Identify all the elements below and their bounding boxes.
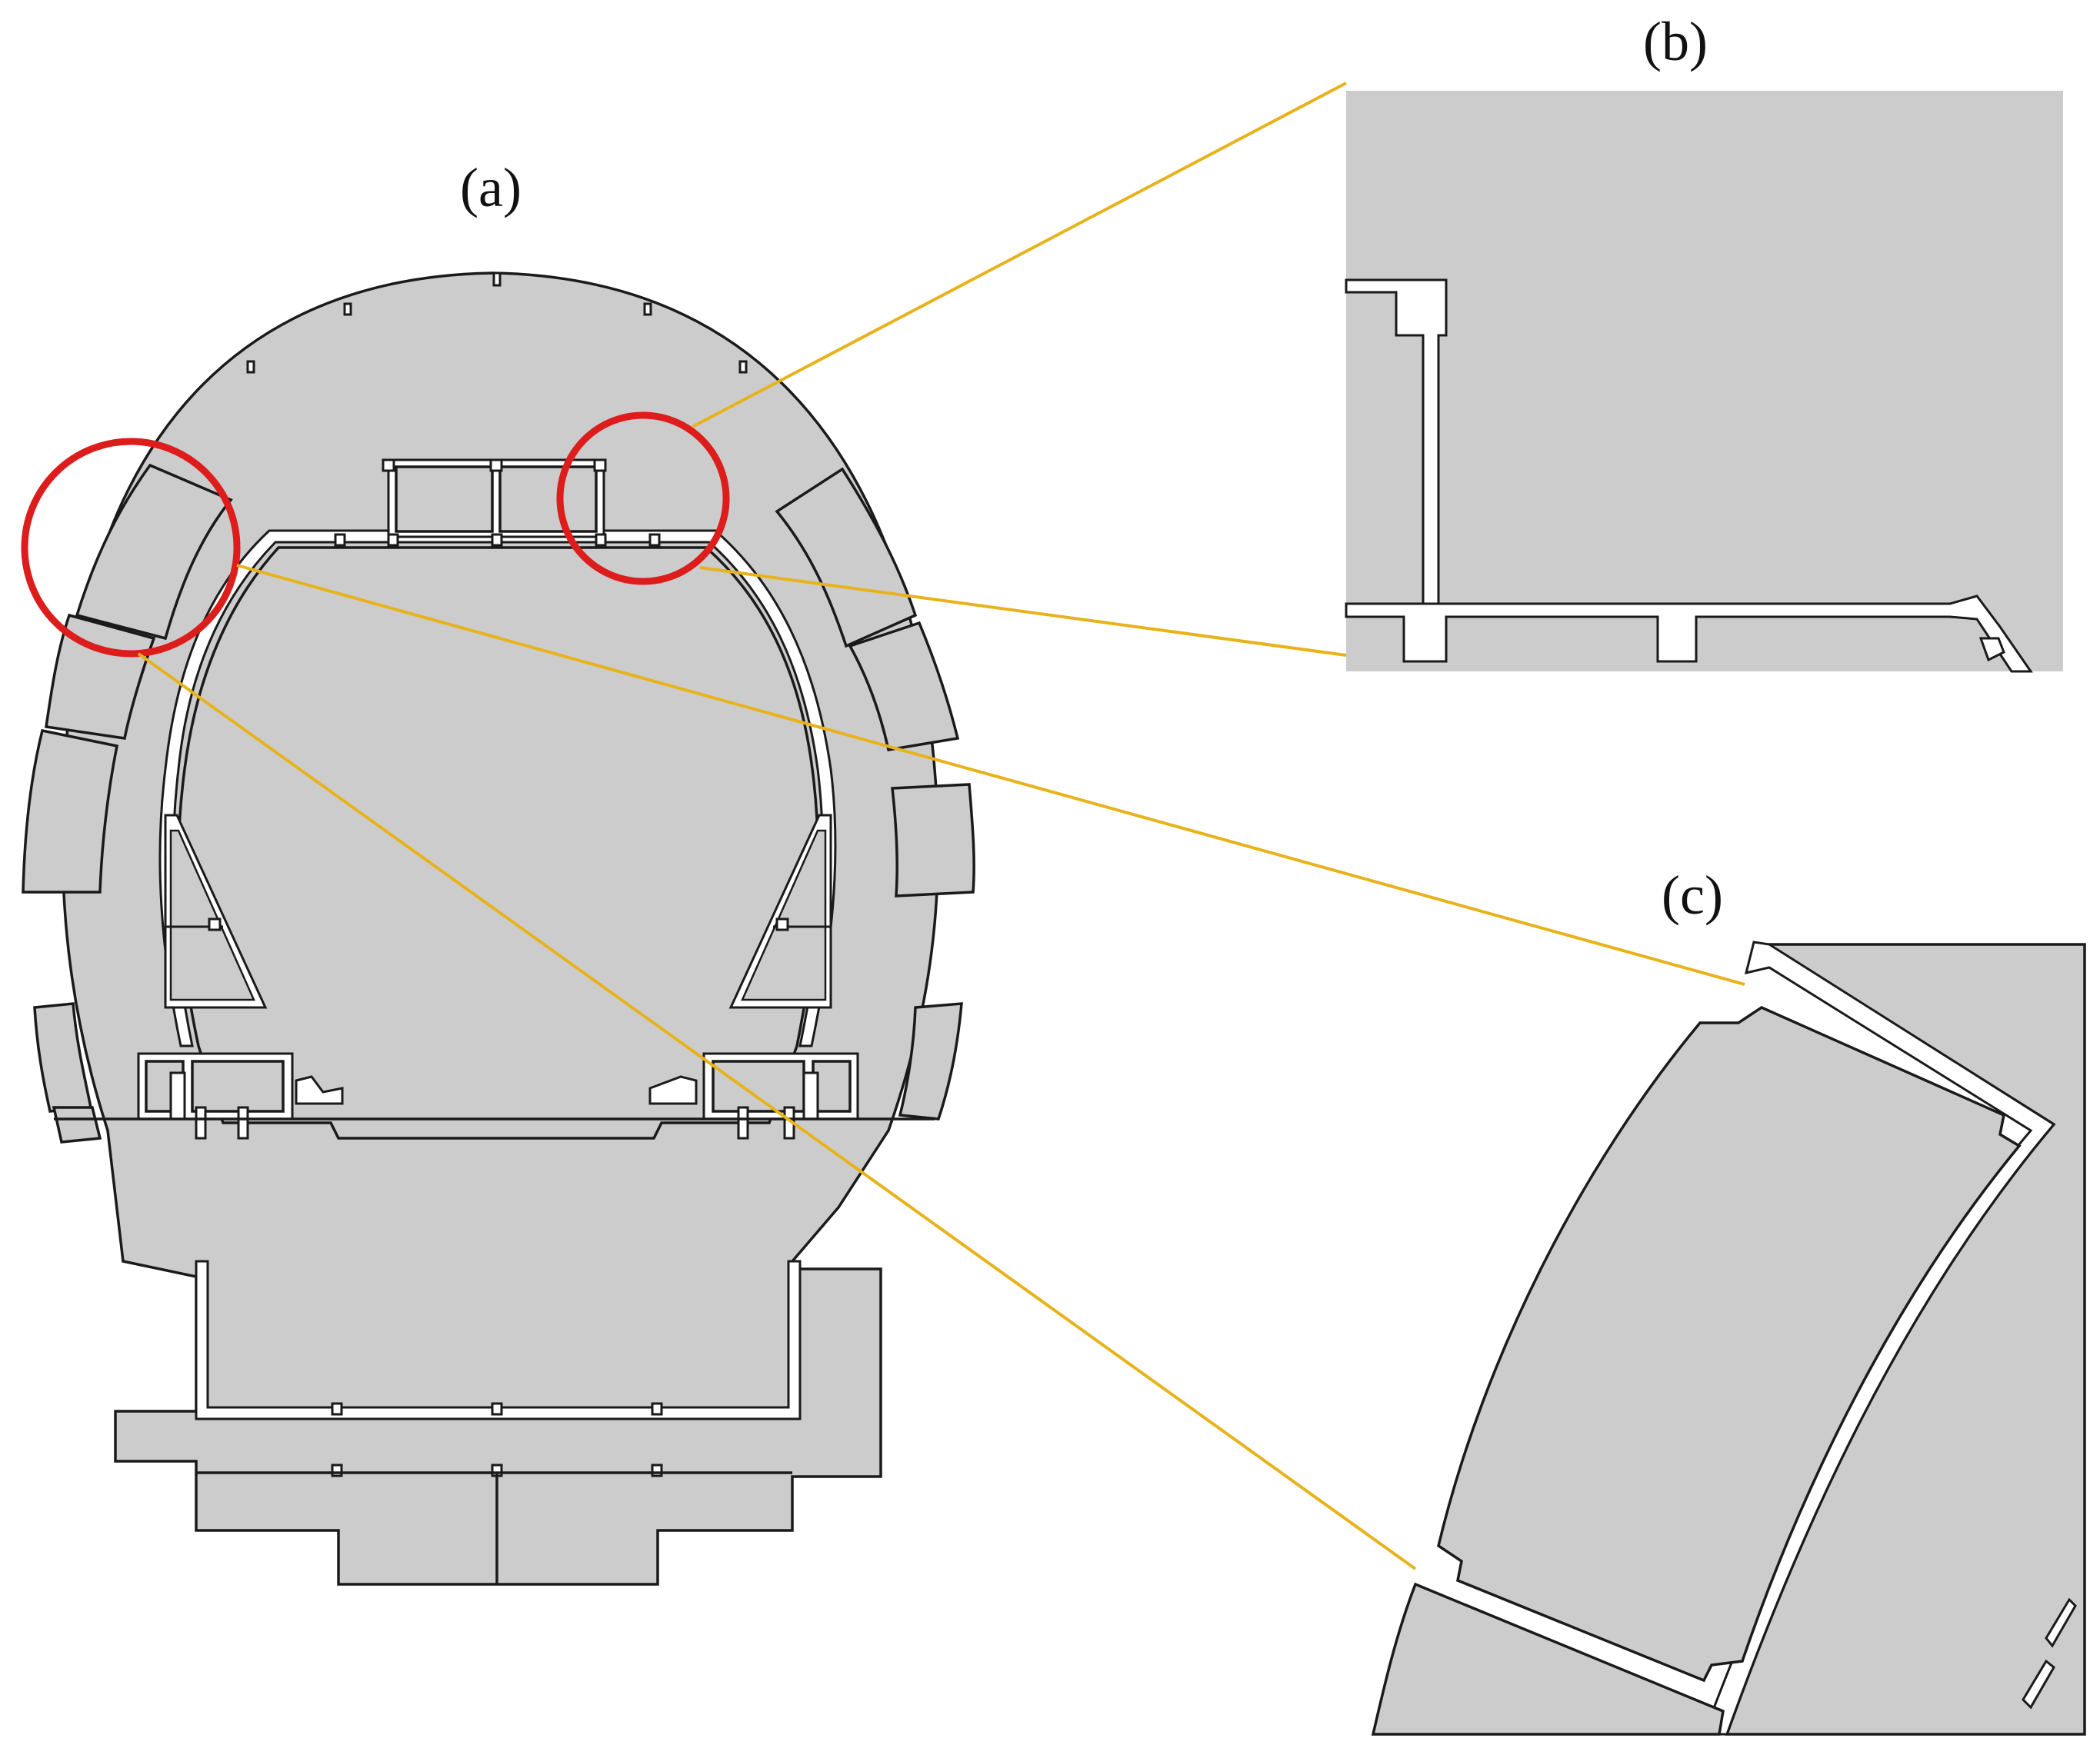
panel-label-a: (a): [460, 157, 522, 218]
panel-c-zoom-left: [1371, 941, 2086, 1736]
panel-b-zoom-top: [1345, 91, 2063, 673]
dome-notches: [246, 271, 748, 374]
lower-channel: [195, 1260, 802, 1420]
leader-lines: [137, 82, 1745, 1570]
panel-a-cross-section: [21, 271, 975, 1586]
panel-c-small-slot: [2045, 1597, 2077, 1648]
top-inner-box: [334, 458, 661, 547]
highlight-circle-left: [21, 438, 241, 658]
panel-c-arc-segment: [1437, 1006, 2022, 1683]
panel-b-horizontal-channel: [1345, 594, 2033, 673]
right-outer-segments: [775, 467, 975, 1121]
inner-core: [177, 546, 820, 1140]
right-triangular-braces: [728, 814, 832, 1009]
leader-left-to-c-upper: [236, 564, 1745, 986]
right-lower-chambers: [648, 1052, 859, 1140]
panel-b-small-gap: [1978, 637, 2005, 662]
panel-c-lower-segment: [1371, 1582, 1725, 1736]
left-triangular-braces: [164, 814, 268, 1009]
leader-top-to-b-upper: [692, 82, 1347, 428]
highlight-circle-top: [556, 411, 730, 585]
leader-top-to-b-lower: [699, 566, 1347, 657]
panel-c-small-slot-2: [2022, 1659, 2055, 1710]
panel-label-c: (c): [1662, 864, 1723, 926]
left-lower-chambers: [137, 1052, 344, 1140]
leader-left-to-c-lower: [137, 652, 1417, 1570]
panel-b-frame: [1346, 91, 2063, 671]
left-outer-segments: [22, 463, 233, 1144]
panel-label-b: (b): [1643, 11, 1708, 72]
